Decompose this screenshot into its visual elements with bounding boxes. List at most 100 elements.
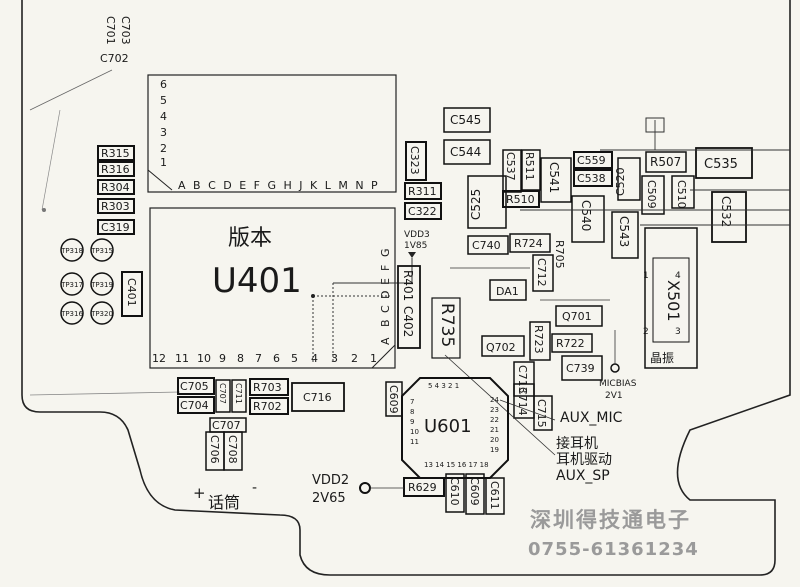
u401-col-3: 3 xyxy=(331,352,338,365)
u601-pin-20: 20 xyxy=(490,436,499,444)
u401-row-b: B xyxy=(379,319,392,327)
label-q701: Q701 xyxy=(562,310,592,323)
u401-row-f: F xyxy=(379,265,392,271)
label-c716: C716 xyxy=(303,391,332,404)
label-r507: R507 xyxy=(650,155,681,169)
label-da1: DA1 xyxy=(496,285,519,298)
u401-col-8: 8 xyxy=(237,352,244,365)
label-r724: R724 xyxy=(514,237,543,250)
vdd2-voltage: 2V65 xyxy=(312,491,346,506)
vdd2-label: VDD2 xyxy=(312,473,349,488)
label-c520: C520 xyxy=(614,167,627,196)
label-c545: C545 xyxy=(450,113,481,127)
label-c538: C538 xyxy=(577,172,606,185)
u601-bottom-pins: 13 14 15 16 17 18 xyxy=(424,461,489,469)
label-r401: R401 xyxy=(401,270,415,301)
u601-pin-22: 22 xyxy=(490,416,499,424)
u401-row-d: D xyxy=(379,291,392,299)
tp319: TP319 xyxy=(90,281,113,289)
label-r311: R311 xyxy=(408,185,437,198)
bga-row-2: 2 xyxy=(160,142,167,155)
u401-col-4: 4 xyxy=(311,352,318,365)
u401-row-c: C xyxy=(379,305,392,313)
u601-pin-9: 9 xyxy=(410,418,414,426)
u401-col-9: 9 xyxy=(219,352,226,365)
u601-pin-21: 21 xyxy=(490,426,499,434)
u401-chip: 版本 U401 12 11 10 9 8 7 6 5 4 3 2 1 A B C… xyxy=(149,207,413,369)
u601-pin-8: 8 xyxy=(410,408,414,416)
bga-row-6: 6 xyxy=(160,78,167,91)
tp317: TP317 xyxy=(60,281,83,289)
u601-pin-19: 19 xyxy=(490,446,499,454)
label-c702: C702 xyxy=(100,52,129,65)
arrow-up xyxy=(408,252,416,258)
bga-footprint: 6 5 4 3 2 1 A B C D E F G H J K L M N P xyxy=(147,74,397,193)
label-c701: C701 xyxy=(104,16,117,45)
label-r703: R703 xyxy=(253,381,282,394)
label-c559: C559 xyxy=(577,154,606,167)
label-r511: R511 xyxy=(523,152,536,181)
left-resistor-column: R315 R316 R304 R303 C319 xyxy=(97,145,135,235)
x501-pin-1: 1 xyxy=(643,271,649,281)
label-c509: C509 xyxy=(645,180,658,209)
vdd3-label: VDD3 xyxy=(404,230,430,240)
label-c537: C537 xyxy=(504,152,517,181)
label-r722: R722 xyxy=(556,337,585,350)
x501-pin-3: 3 xyxy=(675,327,681,337)
label-c714: C714 xyxy=(516,387,529,416)
upper-components: C545 C544 C323 R311 C322 C525 C537 R511 … xyxy=(404,107,790,292)
label-c323: C323 xyxy=(408,146,421,175)
u401-col-7: 7 xyxy=(255,352,262,365)
earpiece-driver-label: 耳机驱动 xyxy=(556,452,612,468)
mic-components: C705 C704 C707 C711 R703 R702 C716 C707 … xyxy=(177,377,345,471)
tp320: TP320 xyxy=(90,310,113,318)
mic-plus: + xyxy=(193,484,206,502)
u601-name: U601 xyxy=(424,416,472,437)
tp315: TP315 xyxy=(90,247,113,255)
aux-sp-label: AUX_SP xyxy=(556,468,610,484)
x501-pin-2: 2 xyxy=(643,327,649,337)
u601-pin-7: 7 xyxy=(410,398,414,406)
mic-minus: - xyxy=(252,480,257,496)
label-c543: C543 xyxy=(617,216,631,247)
label-c713: C713 xyxy=(516,365,529,394)
u401-name: U401 xyxy=(212,261,302,301)
u401-version-label: 版本 xyxy=(228,226,272,251)
mic-label: 话筒 xyxy=(208,493,240,512)
label-r304: R304 xyxy=(101,181,130,194)
x501-pin-4: 4 xyxy=(675,271,681,281)
u401-col-5: 5 xyxy=(291,352,298,365)
micbias-label: MICBIAS xyxy=(599,379,637,389)
label-c611: C611 xyxy=(488,481,501,510)
u601-pin-23: 23 xyxy=(490,406,499,414)
label-c707b: C707 xyxy=(212,419,241,432)
label-c610: C610 xyxy=(448,477,461,506)
leader-line xyxy=(444,354,556,456)
label-r705: R705 xyxy=(553,240,566,269)
label-r629: R629 xyxy=(408,481,437,494)
label-r316: R316 xyxy=(101,163,130,176)
label-c704: C704 xyxy=(180,399,209,412)
watermark-phone: 0755-61361234 xyxy=(528,539,699,560)
tp318: TP318 xyxy=(60,247,83,255)
u401-col-1: 1 xyxy=(370,352,377,365)
label-c535: C535 xyxy=(704,157,738,172)
micbias-voltage: 2V1 xyxy=(605,391,623,401)
watermark-company: 深圳得技通电子 xyxy=(530,508,691,532)
label-c402: C402 xyxy=(401,306,415,337)
vdd3-voltage: 1V85 xyxy=(404,241,427,251)
label-c319: C319 xyxy=(101,221,130,234)
label-r315: R315 xyxy=(101,147,130,160)
label-c708: C708 xyxy=(226,435,239,464)
u401-col-2: 2 xyxy=(351,352,358,365)
u401-col-11: 11 xyxy=(175,352,189,365)
label-c544: C544 xyxy=(450,145,481,159)
u401-col-6: 6 xyxy=(273,352,280,365)
tp316: TP316 xyxy=(60,310,83,318)
watermark: 深圳得技通电子 0755-61361234 xyxy=(528,508,699,560)
label-q702: Q702 xyxy=(486,341,516,354)
x501-crystal: X501 晶振 4 1 3 2 xyxy=(643,227,698,369)
trace xyxy=(29,391,181,396)
u401-row-e: E xyxy=(379,278,392,285)
c401-box xyxy=(121,271,143,317)
